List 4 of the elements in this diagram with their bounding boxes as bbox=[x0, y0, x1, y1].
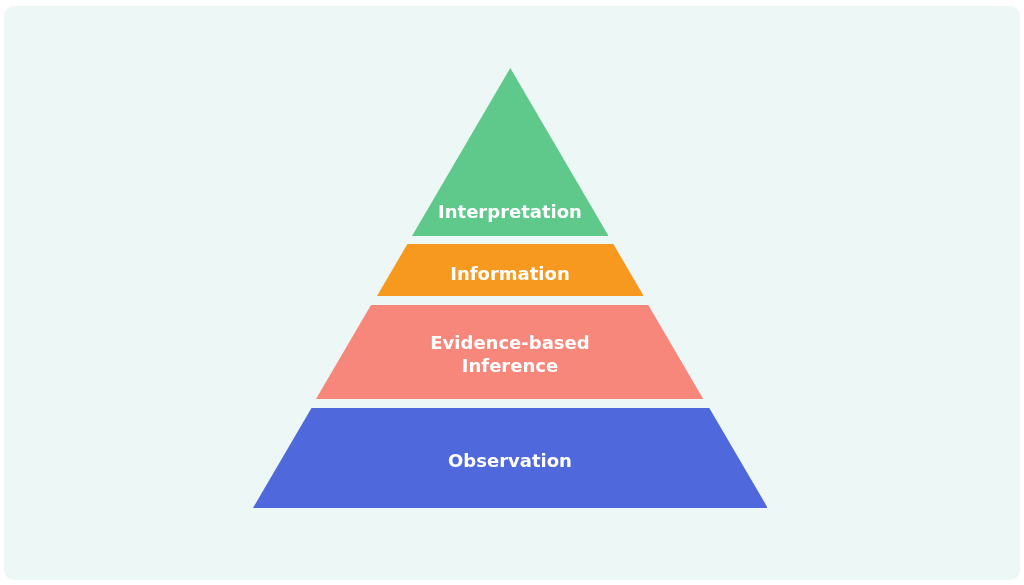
layer-label: Information bbox=[450, 261, 570, 285]
layer-label: Interpretation bbox=[438, 199, 582, 223]
layer-label: Observation bbox=[448, 448, 572, 472]
layer-label: Evidence-based Inference bbox=[429, 330, 591, 377]
